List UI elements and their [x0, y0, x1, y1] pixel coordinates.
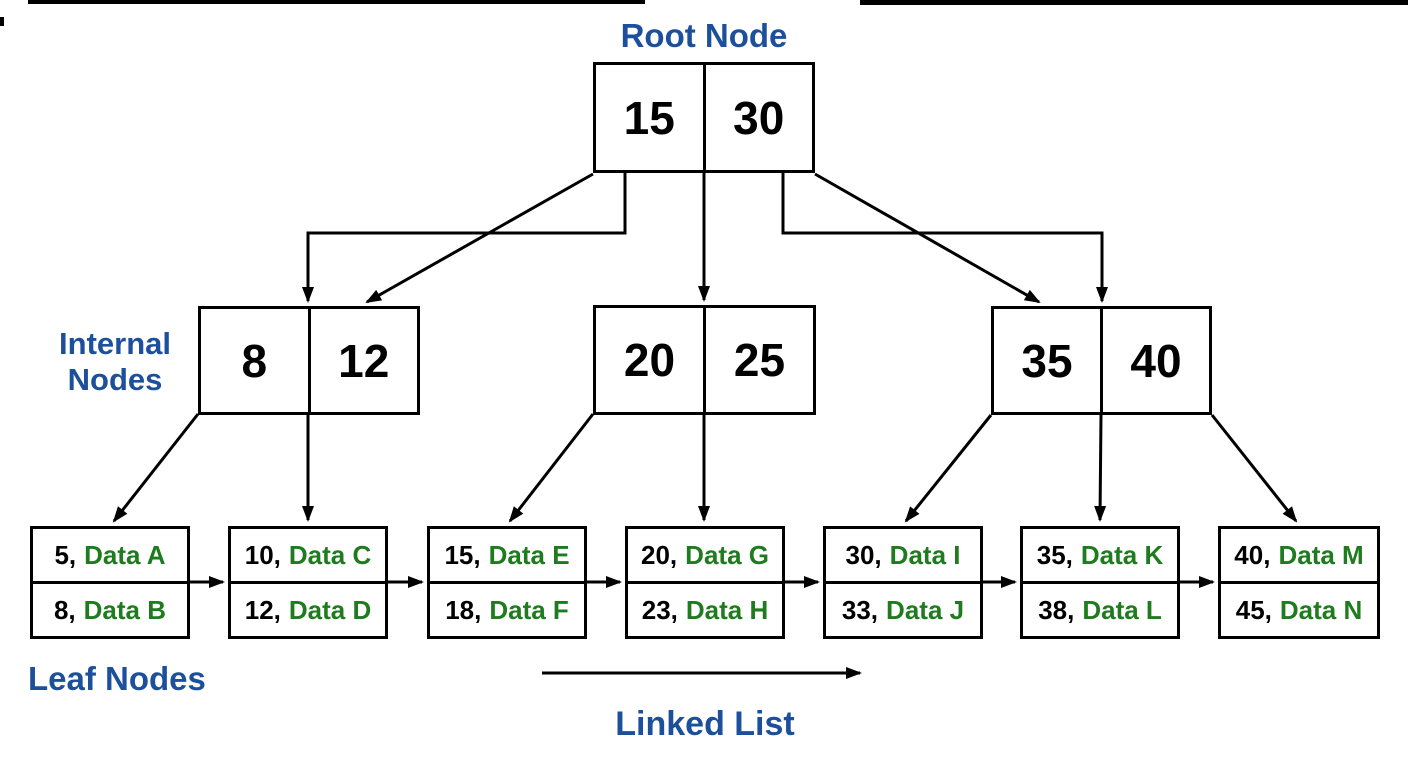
leaf4-row-1: 20,Data G [628, 529, 782, 581]
internal1-key-cell-1: 8 [241, 334, 268, 387]
arrow-internal3-to-leaf7 [1210, 414, 1298, 523]
leaf3-row-1: 15,Data E [430, 529, 584, 581]
leaf-node-box-5: 30,Data I 33,Data J [823, 526, 983, 639]
leaf-value: Data L [1082, 594, 1162, 625]
leaf-key: 5, [54, 539, 77, 570]
label-internal-nodes: Internal Nodes [25, 326, 205, 398]
leaf-value: Data G [685, 539, 769, 570]
internal2-key-cell-2: 25 [703, 308, 813, 412]
arrow-root-to-internal1-diagonal [365, 172, 594, 304]
leaf-key: 38, [1038, 594, 1075, 625]
leaf-key: 20, [641, 539, 678, 570]
label-linked-list: Linked List [615, 705, 795, 743]
internal3-key-cell-1: 35 [1021, 334, 1073, 387]
leaf-key: 12, [244, 594, 281, 625]
leaf-value: Data B [83, 594, 167, 625]
leaf-key: 45, [1235, 594, 1272, 625]
leaf-value: Data N [1279, 594, 1363, 625]
leaf-node-box-7: 40,Data M 45,Data N [1218, 526, 1380, 639]
leaf-node-box-6: 35,Data K 38,Data L [1020, 526, 1180, 639]
leaf-value: Data E [488, 539, 570, 570]
leaf2-row-1: 10,Data C [231, 529, 385, 581]
leaf1-row-2: 8,Data B [33, 581, 187, 636]
leaf-value: Data H [685, 594, 769, 625]
internal3-key-cell-2: 40 [1100, 309, 1209, 412]
root-key-cell-2: 30 [702, 65, 813, 170]
leaf4-row-2: 23,Data H [628, 581, 782, 636]
arrow-root-to-internal3-diagonal [814, 172, 1041, 304]
root-node-box: 15 30 [593, 62, 815, 173]
leaf-key: 18, [445, 594, 482, 625]
leaf1-row-1: 5,Data A [33, 529, 187, 581]
top-crop-artifact-left [28, 0, 645, 4]
internal-node-box-1: 8 12 [198, 306, 420, 415]
leaf-node-box-1: 5,Data A 8,Data B [30, 526, 190, 639]
leaf-value: Data D [288, 594, 372, 625]
internal1-key-cell-2: 12 [307, 309, 418, 412]
leaf-node-box-2: 10,Data C 12,Data D [228, 526, 388, 639]
leaf-key: 8, [53, 594, 76, 625]
leaf7-row-2: 45,Data N [1221, 581, 1377, 636]
arrow-internal1-to-leaf1 [112, 413, 200, 523]
arrow-internal3-to-leaf6 [1094, 414, 1107, 522]
leaf-value: Data M [1278, 539, 1364, 570]
leaf6-row-2: 38,Data L [1023, 581, 1177, 636]
leaf-value: Data K [1080, 539, 1164, 570]
leaf-node-box-4: 20,Data G 23,Data H [625, 526, 785, 639]
leaf-key: 33, [841, 594, 879, 625]
top-crop-artifact-right [860, 0, 1408, 5]
leaf-key: 23, [641, 594, 678, 625]
leaf5-row-1: 30,Data I [826, 529, 980, 581]
leaf-value: Data I [889, 539, 961, 570]
leaf-key: 10, [244, 539, 281, 570]
leaf-key: 35, [1036, 539, 1073, 570]
internal2-key-cell-1: 20 [623, 334, 676, 386]
leaf-key: 40, [1234, 539, 1271, 570]
root-key-cell-1: 15 [623, 91, 675, 144]
label-internal-nodes-line2: Nodes [67, 362, 163, 397]
label-internal-nodes-line1: Internal [59, 326, 171, 361]
leaf-key: 15, [444, 539, 481, 570]
label-leaf-nodes: Leaf Nodes [28, 660, 206, 697]
arrow-root-to-internal1-elbow [302, 173, 627, 303]
arrow-internal3-to-leaf5 [904, 414, 993, 523]
leaf-node-box-3: 15,Data E 18,Data F [427, 526, 587, 639]
leaf-value: Data F [489, 594, 569, 625]
leaf6-row-1: 35,Data K [1023, 529, 1177, 581]
internal-node-box-3: 35 40 [991, 306, 1212, 415]
internal-node-box-2: 20 25 [593, 305, 816, 415]
arrow-internal2-to-leaf3 [508, 413, 595, 523]
leaf3-row-2: 18,Data F [430, 581, 584, 636]
leaf-key: 30, [845, 539, 882, 570]
leaf-value: Data J [886, 594, 965, 625]
label-root-node: Root Node [620, 17, 788, 54]
leaf-value: Data C [288, 539, 372, 570]
arrow-root-to-internal3-elbow [781, 173, 1108, 303]
leaf7-row-1: 40,Data M [1221, 529, 1377, 581]
leaf2-row-2: 12,Data D [231, 581, 385, 636]
leaf5-row-2: 33,Data J [826, 581, 980, 636]
leaf-value: Data A [84, 539, 166, 570]
left-edge-artifact [0, 17, 4, 26]
